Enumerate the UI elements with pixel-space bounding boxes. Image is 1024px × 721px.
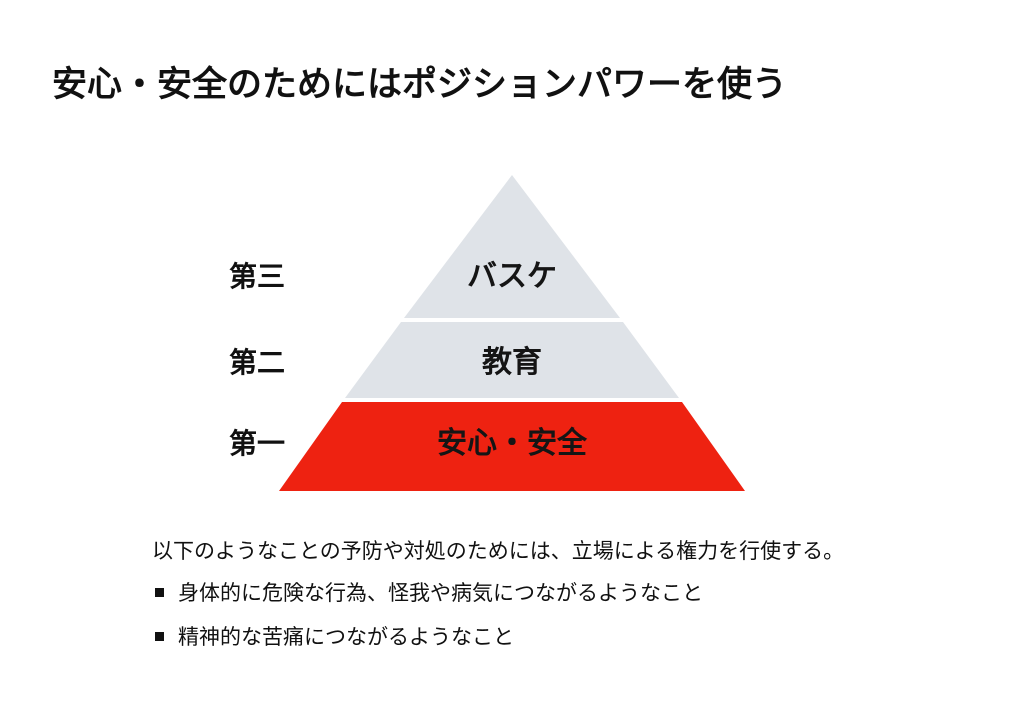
page-title: 安心・安全のためにはポジションパワーを使う (52, 65, 788, 105)
pyramid-tier-middle-text: 教育 (482, 345, 542, 380)
square-bullet-icon (155, 632, 164, 641)
pyramid-tier-top (404, 175, 620, 318)
rank-label-second: 第二 (229, 346, 286, 379)
rank-label-third: 第三 (229, 260, 286, 293)
square-bullet-icon (155, 588, 164, 597)
list-item-text: 精神的な苦痛につながるようなこと (178, 625, 514, 649)
pyramid-tier-base (279, 402, 745, 491)
pyramid-tier-middle (345, 322, 679, 398)
pyramid-tier-base-text: 安心・安全 (437, 426, 588, 461)
rank-label-first: 第一 (229, 427, 286, 460)
list-item: 精神的な苦痛につながるようなこと (152, 622, 703, 652)
list-item: 身体的に危険な行為、怪我や病気につながるようなこと (152, 578, 703, 608)
bullet-list: 身体的に危険な行為、怪我や病気につながるようなこと 精神的な苦痛につながるような… (152, 578, 703, 666)
description-text: 以下のようなことの予防や対処のためには、立場による権力を行使する。 (152, 539, 845, 563)
pyramid-tier-top-text: バスケ (467, 259, 557, 294)
list-item-text: 身体的に危険な行為、怪我や病気につながるようなこと (178, 581, 703, 605)
